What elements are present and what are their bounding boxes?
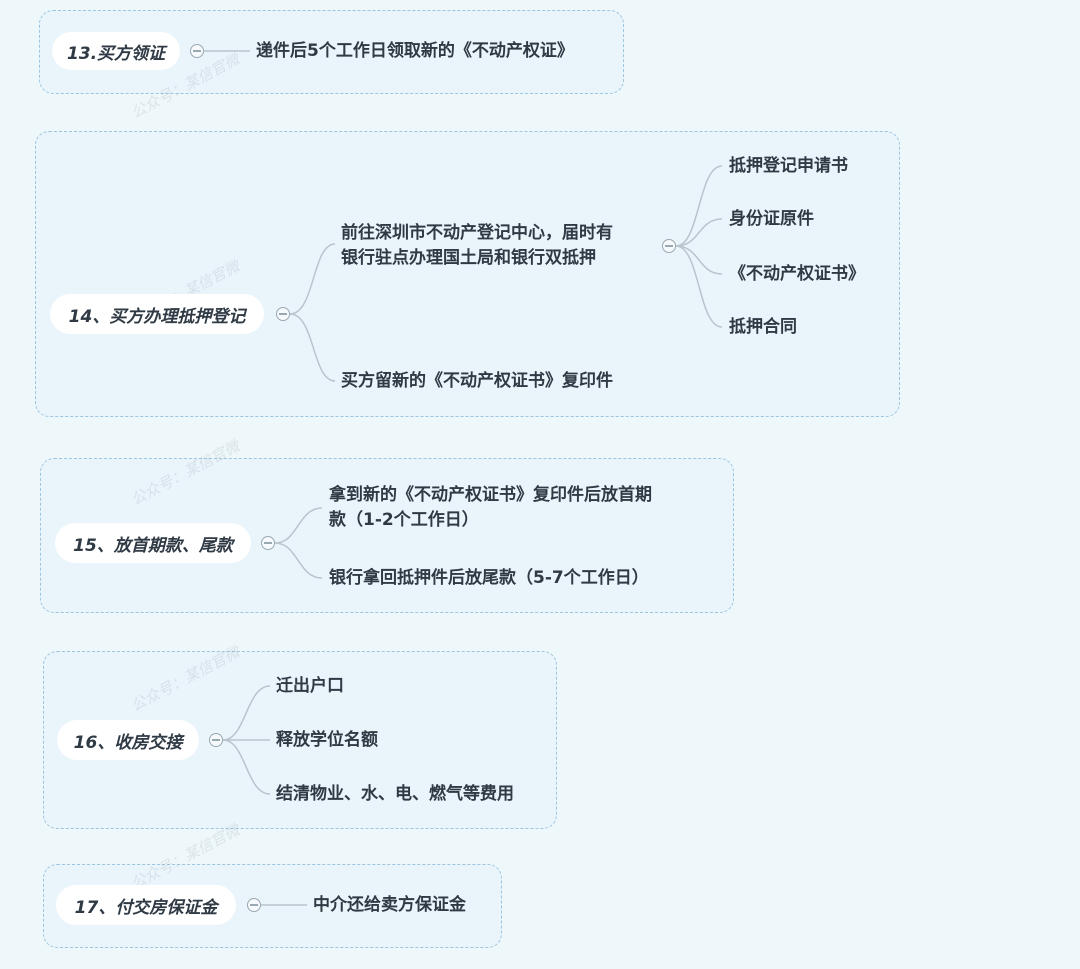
child-node-line: 拿到新的《不动产权证书》复印件后放首期 xyxy=(329,485,652,505)
collapse-toggle-icon[interactable] xyxy=(276,307,290,321)
link-15-child-2 xyxy=(274,542,323,579)
root-node-14[interactable]: 14、买方办理抵押登记 xyxy=(50,294,264,334)
link-14-child-2 xyxy=(289,313,336,382)
grandchild-node[interactable]: 抵押合同 xyxy=(729,317,797,337)
child-node-line: 款（1-2个工作日） xyxy=(329,510,479,530)
child-node[interactable]: 买方留新的《不动产权证书》复印件 xyxy=(341,371,613,391)
child-node[interactable]: 释放学位名额 xyxy=(276,730,378,750)
collapse-toggle-icon[interactable] xyxy=(247,898,261,912)
collapse-toggle-icon[interactable] xyxy=(190,44,204,58)
child-node[interactable]: 银行拿回抵押件后放尾款（5-7个工作日） xyxy=(329,568,649,588)
link-14-grandchild-2 xyxy=(675,218,723,247)
child-node-line: 前往深圳市不动产登记中心，届时有 xyxy=(341,223,613,243)
link-14-grandchild-1 xyxy=(675,165,723,247)
child-node[interactable]: 前往深圳市不动产登记中心，届时有 银行驻点办理国土局和银行双抵押 xyxy=(341,221,613,271)
child-node[interactable]: 递件后5个工作日领取新的《不动产权证》 xyxy=(256,41,574,61)
link-15-child-1 xyxy=(274,507,323,544)
collapse-toggle-icon[interactable] xyxy=(261,536,275,550)
grandchild-node[interactable]: 身份证原件 xyxy=(729,209,814,229)
child-node[interactable]: 拿到新的《不动产权证书》复印件后放首期 款（1-2个工作日） xyxy=(329,483,652,533)
link-14-grandchild-3 xyxy=(675,245,723,275)
root-node-15[interactable]: 15、放首期款、尾款 xyxy=(55,523,251,563)
child-node-line: 银行驻点办理国土局和银行双抵押 xyxy=(341,248,596,268)
group-14 xyxy=(35,131,900,417)
root-node-16[interactable]: 16、收房交接 xyxy=(57,720,199,760)
link-14-child-1 xyxy=(289,243,336,315)
child-node[interactable]: 迁出户口 xyxy=(276,676,344,696)
child-node[interactable]: 结清物业、水、电、燃气等费用 xyxy=(276,784,514,804)
collapse-toggle-icon[interactable] xyxy=(209,733,223,747)
collapse-toggle-icon[interactable] xyxy=(662,239,676,253)
link-14-grandchild-4 xyxy=(675,245,723,328)
root-node-13[interactable]: 13.买方领证 xyxy=(52,32,180,70)
link-16-child-1 xyxy=(222,685,271,741)
grandchild-node[interactable]: 抵押登记申请书 xyxy=(729,156,848,176)
child-node[interactable]: 中介还给卖方保证金 xyxy=(313,895,466,915)
root-node-17[interactable]: 17、付交房保证金 xyxy=(56,885,236,925)
grandchild-node[interactable]: 《不动产权证书》 xyxy=(729,264,865,284)
link-16-child-3 xyxy=(222,739,271,795)
